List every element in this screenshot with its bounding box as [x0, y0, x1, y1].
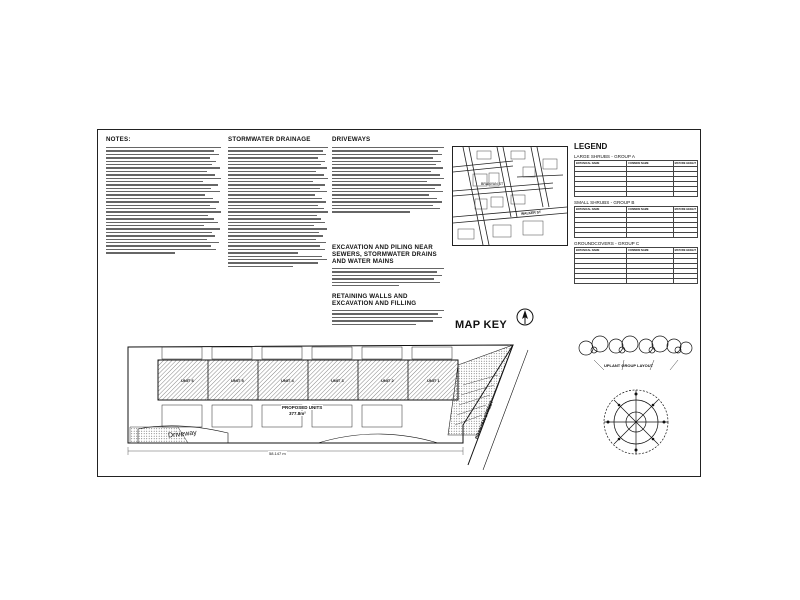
table-row [573, 232, 699, 238]
proposed-units-label: PROPOSED UNITS [281, 405, 324, 410]
unit-label: UNIT 4 [281, 378, 294, 383]
driveways-heading: DRIVEWAYS [332, 136, 371, 143]
legend-group-c-title: GROUNDCOVERS - GROUP C [574, 241, 640, 246]
legend-group-b-title: SMALL SHRUBS - GROUP B [574, 200, 635, 205]
table-row [573, 278, 699, 284]
svg-text:BRANYAN ST: BRANYAN ST [481, 182, 504, 186]
site-plan-drawing [127, 344, 529, 470]
excavation-text-block [332, 268, 444, 287]
unit-label: UNIT 6 [181, 378, 194, 383]
unit-label: UNIT 1 [427, 378, 440, 383]
location-map: BRANYAN ST WALKER ST [452, 146, 568, 246]
stormwater-heading: STORMWATER DRAINAGE [228, 136, 311, 143]
driveways-section: DRIVEWAYS [332, 136, 444, 215]
uplant-layout-drawing [578, 335, 693, 455]
unit-label: UNIT 3 [331, 378, 344, 383]
uplant-group-layout-label: UPLANT GROUP LAYOUT [604, 363, 654, 368]
notes-text-block [106, 147, 221, 254]
retaining-text-block [332, 310, 444, 325]
excavation-section: EXCAVATION AND PILING NEAR SEWERS, STORM… [332, 244, 444, 288]
retaining-heading: RETAINING WALLS AND EXCAVATION AND FILLI… [332, 293, 417, 307]
stormwater-text-block [228, 147, 328, 268]
legend: LEGEND LARGE SHRUBS - GROUP A BOTANICAL … [573, 142, 699, 284]
north-arrow-icon [516, 308, 534, 326]
legend-group-b-table: BOTANICAL NAME COMMON NAME MATURE HEIGHT [573, 206, 699, 238]
legend-group-c-table: BOTANICAL NAME COMMON NAME MATURE HEIGHT [573, 247, 699, 284]
unit-label: UNIT 2 [381, 378, 394, 383]
map-key-label: MAP KEY [455, 319, 508, 331]
legend-title: LEGEND [574, 142, 608, 151]
drawing-sheet: NOTES: STORMWATER DRAINAGE [97, 129, 701, 477]
legend-group-a-title: LARGE SHRUBS - GROUP A [574, 154, 635, 159]
notes-heading: NOTES: [106, 136, 131, 143]
location-map-drawing: BRANYAN ST [452, 146, 568, 246]
notes-section: NOTES: [106, 136, 221, 256]
stormwater-section: STORMWATER DRAINAGE [228, 136, 328, 269]
proposed-units-area: 377.8m² [288, 411, 307, 416]
boundary-dimension: 58.147 m [268, 451, 287, 456]
excavation-heading: EXCAVATION AND PILING NEAR SEWERS, STORM… [332, 244, 437, 265]
driveways-text-block [332, 147, 444, 213]
legend-group-a-table: BOTANICAL NAME COMMON NAME MATURE HEIGHT [573, 160, 699, 197]
table-row [573, 191, 699, 197]
retaining-section: RETAINING WALLS AND EXCAVATION AND FILLI… [332, 293, 444, 327]
unit-label: UNIT 5 [231, 378, 244, 383]
